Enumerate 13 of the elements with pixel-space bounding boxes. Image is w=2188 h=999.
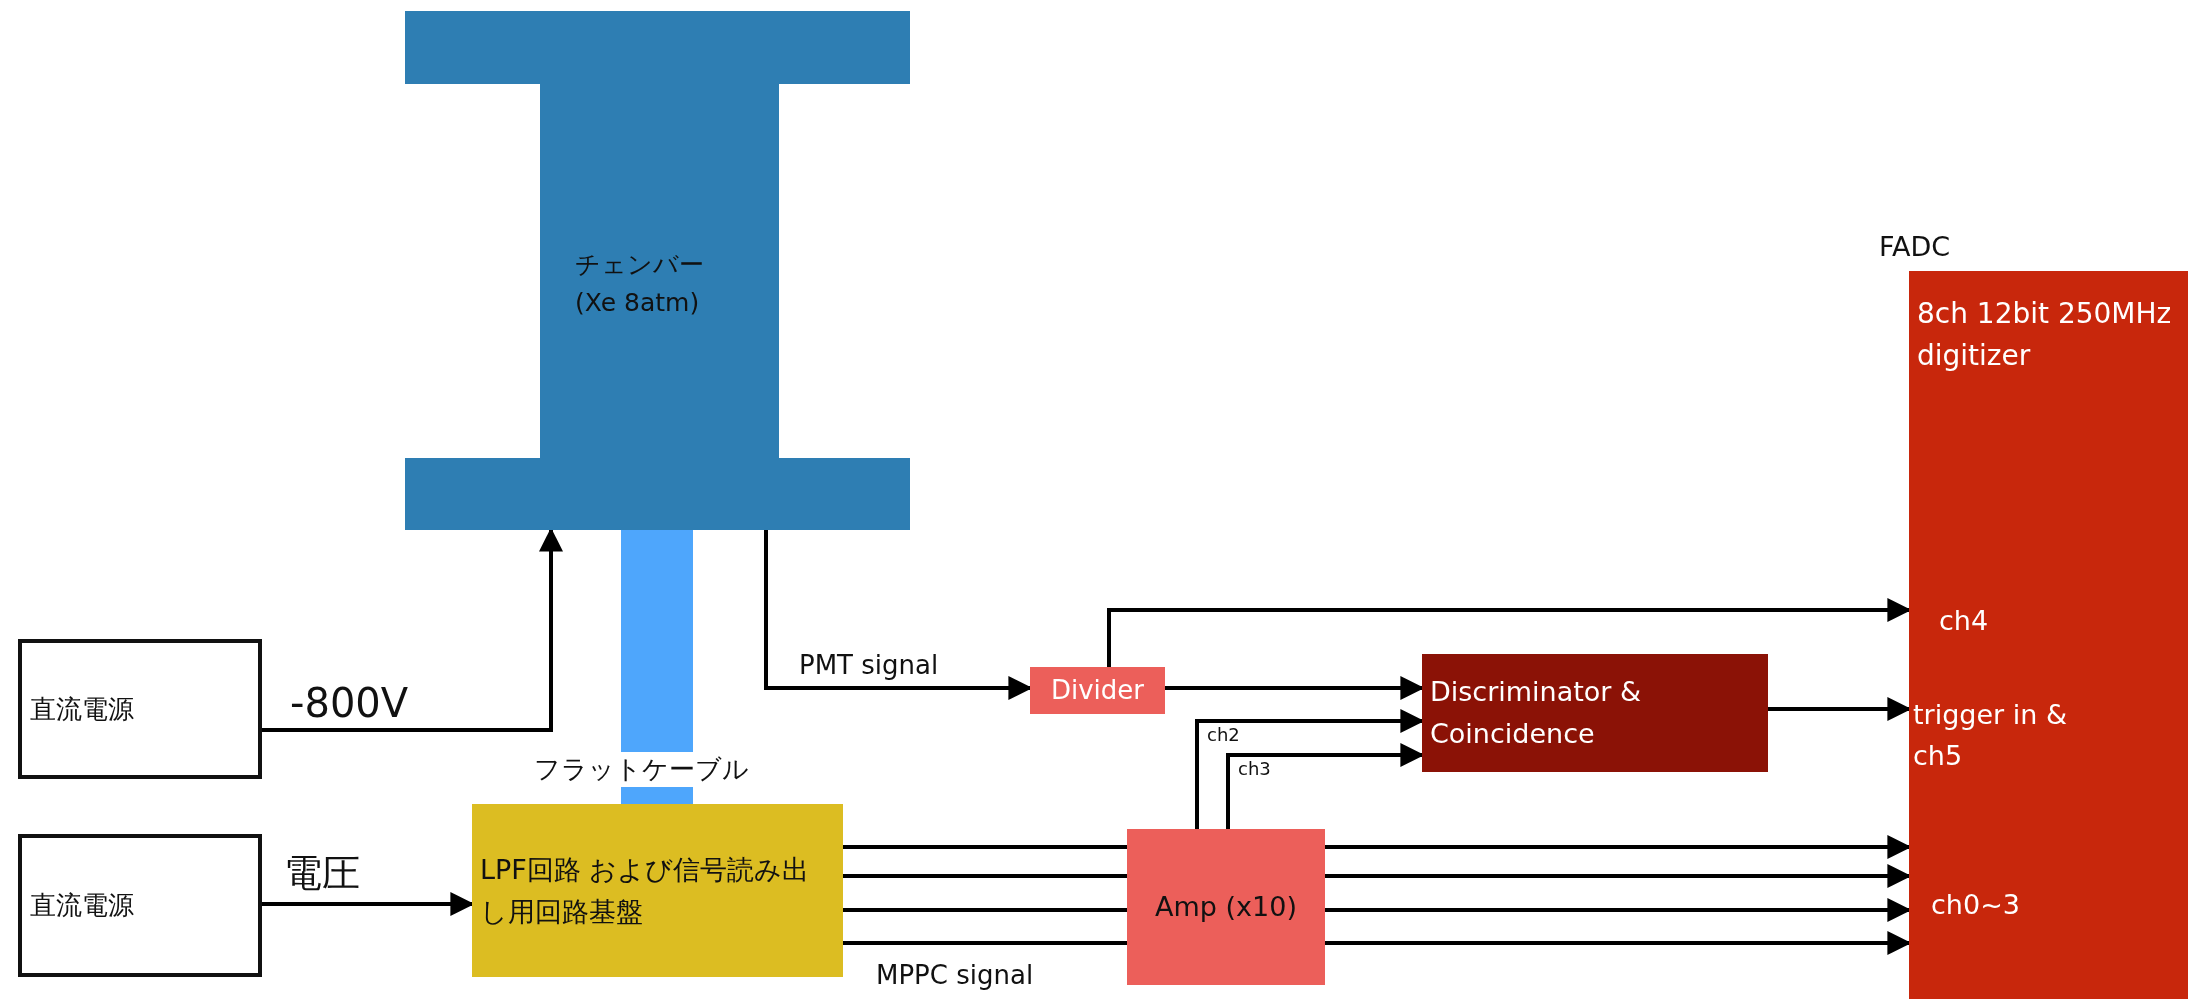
amplifier-box: Amp (x10) xyxy=(1127,829,1325,985)
channel-label: ch0~3 xyxy=(1931,888,2021,922)
power-supply-box: 直流電源 xyxy=(18,834,262,977)
chamber-label: チェンバー (Xe 8atm) xyxy=(575,249,705,319)
digitizer-box xyxy=(1909,271,2188,999)
power-supply-box: 直流電源 xyxy=(18,639,262,779)
discriminator-box: Discriminator & Coincidence xyxy=(1422,654,1768,772)
channel-label: trigger in & ch5 xyxy=(1913,698,2068,773)
circuit-board-box: LPF回路 および信号読み出し用回路基盤 xyxy=(472,804,843,977)
channel-label: ch4 xyxy=(1939,604,1990,638)
spec-text: 8ch 12bit 250MHz digitizer xyxy=(1917,296,2173,374)
flat-cable xyxy=(621,530,693,804)
device-label: FADC xyxy=(1879,231,1951,262)
